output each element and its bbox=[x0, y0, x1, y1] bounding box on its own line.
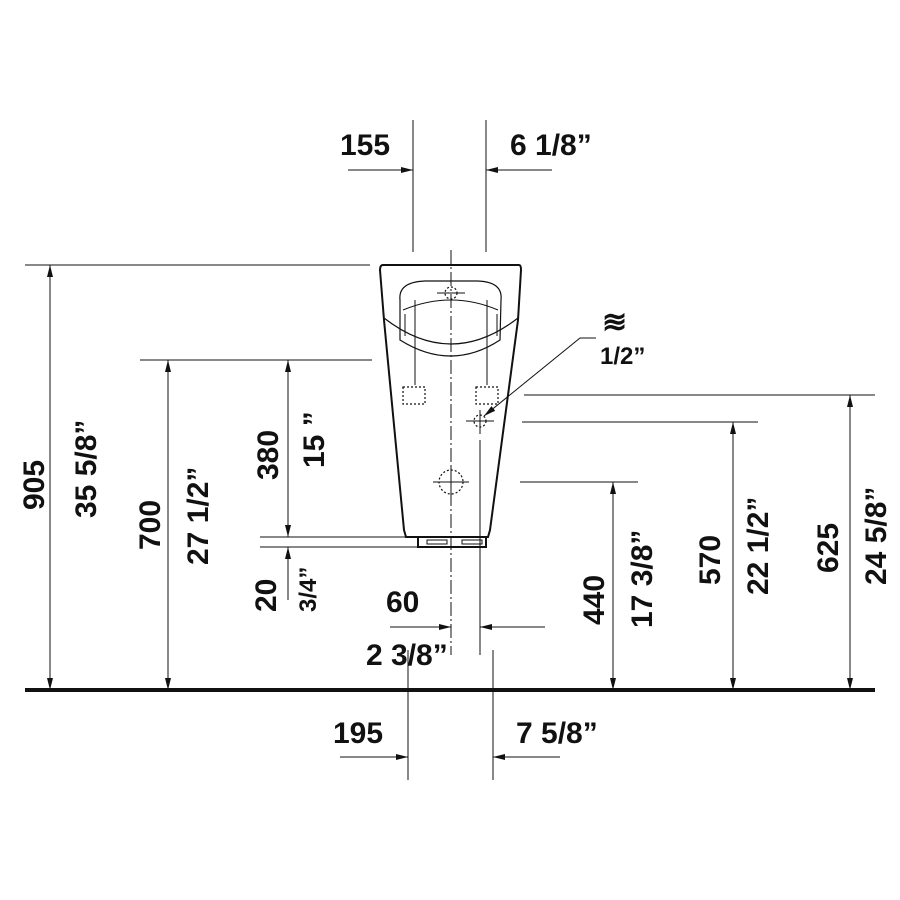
svg-text:20: 20 bbox=[250, 579, 283, 612]
svg-text:27 1/2”: 27 1/2” bbox=[182, 467, 215, 565]
svg-text:7 5/8”: 7 5/8” bbox=[516, 717, 598, 750]
svg-text:6 1/8”: 6 1/8” bbox=[510, 129, 592, 162]
dim-top-width: 155 6 1/8” bbox=[340, 120, 592, 252]
dim-upper-height: 625 24 5/8” bbox=[524, 394, 893, 690]
svg-text:380: 380 bbox=[252, 430, 285, 480]
dim-drain-offset: 60 2 3/8” bbox=[366, 586, 545, 672]
svg-text:195: 195 bbox=[333, 717, 383, 750]
svg-text:15 ”: 15 ” bbox=[298, 411, 331, 468]
bracket-right-icon bbox=[475, 386, 499, 405]
dim-bottom-width: 195 7 5/8” bbox=[333, 650, 598, 780]
dim-base-gap: 20 3/4” bbox=[250, 547, 322, 612]
svg-text:155: 155 bbox=[340, 129, 390, 162]
dim-total-height: 905 35 5/8” bbox=[18, 264, 370, 690]
svg-text:625: 625 bbox=[812, 523, 845, 573]
svg-text:2 3/8”: 2 3/8” bbox=[366, 639, 448, 672]
dim-inlet-height: 570 22 1/2” bbox=[522, 421, 775, 690]
svg-text:60: 60 bbox=[386, 586, 419, 619]
svg-text:3/4”: 3/4” bbox=[295, 567, 322, 612]
svg-text:22 1/2”: 22 1/2” bbox=[742, 497, 775, 595]
water-inlet-callout: ≋ 1/2” bbox=[483, 306, 645, 417]
dim-mount-height: 700 27 1/2” bbox=[134, 359, 372, 690]
svg-text:570: 570 bbox=[694, 535, 727, 585]
svg-text:700: 700 bbox=[134, 500, 167, 550]
water-wave-icon: ≋ bbox=[602, 306, 627, 339]
svg-text:17 3/8”: 17 3/8” bbox=[626, 530, 659, 628]
svg-text:24 5/8”: 24 5/8” bbox=[860, 487, 893, 585]
bracket-left-icon bbox=[402, 386, 426, 405]
svg-text:905: 905 bbox=[18, 460, 51, 510]
dim-drain-height: 440 17 3/8” bbox=[520, 481, 659, 690]
svg-text:440: 440 bbox=[578, 575, 611, 625]
svg-text:1/2”: 1/2” bbox=[600, 343, 645, 370]
svg-text:35 5/8”: 35 5/8” bbox=[70, 420, 103, 518]
